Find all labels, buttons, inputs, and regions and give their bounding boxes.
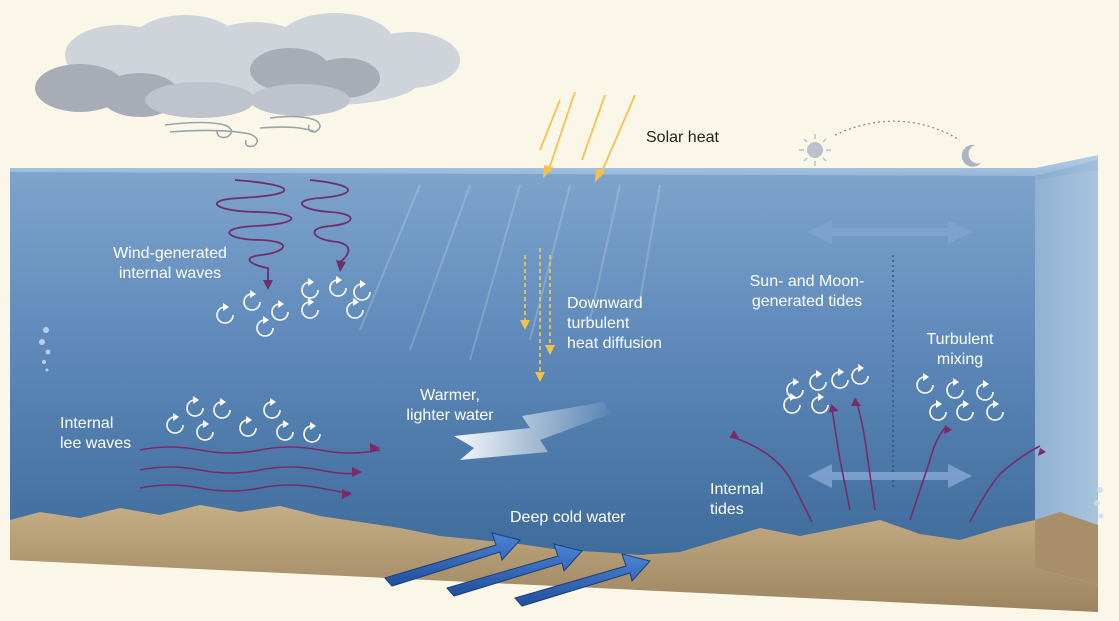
eddy-icon bbox=[786, 381, 804, 399]
eddy-icon bbox=[186, 399, 204, 417]
ocean-side-face bbox=[1035, 160, 1098, 585]
eddy-arrowhead bbox=[223, 303, 229, 311]
sun-moon-tides-label: Sun- and Moon- generated tides bbox=[749, 273, 865, 310]
cold-water-arrows bbox=[384, 532, 651, 607]
eddy-arrowhead bbox=[308, 298, 314, 306]
downward-diffusion-label: Downward turbulent heat diffusion bbox=[567, 295, 662, 352]
eddy-icon bbox=[851, 367, 869, 385]
eddy-arrowhead bbox=[953, 378, 959, 386]
eddy-arrowhead bbox=[790, 393, 796, 401]
eddy-icon bbox=[346, 301, 364, 319]
eddy-arrowhead bbox=[816, 370, 822, 378]
warm-water-arrow bbox=[454, 402, 610, 460]
heat-diffusion-heads bbox=[520, 320, 555, 382]
eddy-icon bbox=[353, 283, 371, 301]
eddy-icon bbox=[216, 306, 234, 324]
eddy-icon bbox=[946, 381, 964, 399]
eddy-icon bbox=[196, 423, 214, 441]
warmer-water-label: Warmer, lighter water bbox=[406, 387, 494, 424]
deep-cold-water-label: Deep cold water bbox=[510, 509, 626, 526]
eddy-arrowhead bbox=[923, 373, 929, 381]
eddy-icon bbox=[256, 319, 274, 337]
eddy-arrowhead bbox=[278, 300, 284, 308]
turbulent-mixing-label: Turbulent mixing bbox=[926, 331, 994, 368]
eddy-arrowhead bbox=[270, 398, 276, 406]
eddy-icon bbox=[976, 383, 994, 401]
eddy-icon bbox=[271, 303, 289, 321]
eddy-icon bbox=[166, 276, 1004, 443]
eddy-arrowhead bbox=[310, 422, 316, 430]
eddy-icon bbox=[929, 403, 947, 421]
eddy-arrowhead bbox=[173, 413, 179, 421]
bubble-icon bbox=[39, 327, 1104, 519]
eddy-icon bbox=[986, 403, 1004, 421]
eddy-icon bbox=[303, 425, 321, 443]
eddy-icon bbox=[276, 423, 294, 441]
eddy-icon bbox=[166, 416, 184, 434]
eddy-arrowhead bbox=[360, 280, 366, 288]
eddy-arrowhead bbox=[283, 420, 289, 428]
eddy-icon bbox=[239, 419, 257, 437]
eddy-icon bbox=[831, 371, 849, 389]
eddy-icon bbox=[263, 401, 281, 419]
eddy-arrowhead bbox=[203, 420, 209, 428]
internal-tide-heads bbox=[729, 398, 1046, 456]
eddy-arrowhead bbox=[263, 316, 269, 324]
eddy-arrowhead bbox=[353, 298, 359, 306]
eddy-arrowhead bbox=[818, 393, 824, 401]
eddy-icon bbox=[783, 396, 801, 414]
tide-arrow-bottom bbox=[808, 464, 972, 488]
eddy-icon bbox=[956, 403, 974, 421]
eddy-icon bbox=[243, 293, 261, 311]
eddy-arrowhead bbox=[793, 378, 799, 386]
wind-wave-spirals bbox=[216, 179, 352, 290]
eddy-icon bbox=[301, 301, 319, 319]
eddy-arrowhead bbox=[193, 396, 199, 404]
internal-tide-waves bbox=[731, 397, 1041, 523]
eddy-arrowhead bbox=[246, 416, 252, 424]
eddy-arrowhead bbox=[993, 400, 999, 408]
tide-arrow-top bbox=[808, 220, 972, 244]
internal-lee-waves-label: Internal lee waves bbox=[60, 415, 132, 452]
solar-heat-arrows bbox=[539, 91, 636, 183]
eddy-arrowhead bbox=[963, 400, 969, 408]
sun-moon-path bbox=[834, 120, 961, 141]
internal-tides-label: Internal tides bbox=[710, 481, 764, 518]
cloud-icon bbox=[35, 13, 460, 118]
eddy-arrowhead bbox=[838, 368, 844, 376]
moon-icon bbox=[961, 144, 981, 167]
lee-wave-heads bbox=[342, 443, 380, 499]
eddy-icon bbox=[329, 279, 347, 297]
sun-icon bbox=[799, 134, 831, 166]
light-rays bbox=[359, 184, 661, 361]
eddy-arrowhead bbox=[983, 380, 989, 388]
heat-diffusion-arrows bbox=[524, 248, 551, 372]
seabed-side bbox=[1035, 512, 1098, 585]
eddy-arrowhead bbox=[250, 290, 256, 298]
eddy-icon bbox=[916, 376, 934, 394]
eddy-arrowhead bbox=[858, 364, 864, 372]
solar-heat-label: Solar heat bbox=[646, 129, 719, 146]
eddy-arrowhead bbox=[220, 398, 226, 406]
eddy-arrowhead bbox=[336, 276, 342, 284]
wind-swirl-icon bbox=[164, 115, 321, 148]
eddy-icon bbox=[811, 396, 829, 414]
lee-waves bbox=[139, 446, 381, 494]
wind-generated-label: Wind-generated internal waves bbox=[113, 245, 227, 282]
eddy-arrowhead bbox=[936, 400, 942, 408]
eddy-arrowhead bbox=[308, 278, 314, 286]
eddy-icon bbox=[213, 401, 231, 419]
eddy-icon bbox=[809, 373, 827, 391]
eddy-icon bbox=[301, 281, 319, 299]
